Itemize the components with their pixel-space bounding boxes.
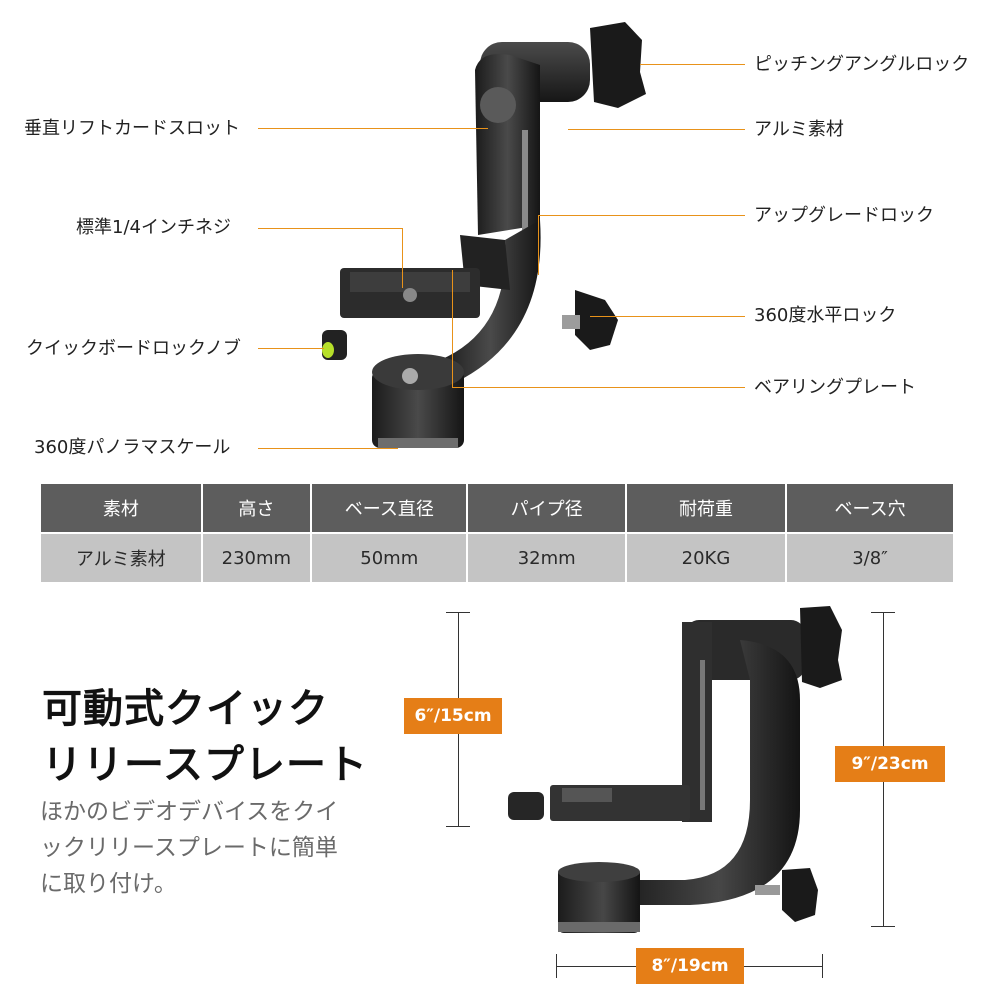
- bearing-plate-leader-drop: [452, 270, 453, 387]
- lift-slot-label: 垂直リフトカードスロット: [24, 118, 240, 139]
- screw-leader-drop: [402, 228, 403, 288]
- spec-header-cell: パイプ径: [467, 484, 627, 533]
- width-cap-left: [556, 954, 557, 978]
- upgrade-lock-leader-drop: [538, 215, 539, 275]
- horizontal-lock-leader: [590, 316, 745, 317]
- bearing-plate-label: ベアリングプレート: [754, 377, 916, 398]
- width-badge: 8″/19cm: [636, 948, 744, 984]
- total-height-badge: 9″/23cm: [835, 746, 945, 782]
- arm-height-cap-top: [446, 612, 470, 613]
- spec-value-cell: 230mm: [201, 533, 313, 582]
- width-cap-right: [822, 954, 823, 978]
- spec-table: 素材 高さ ベース直径 パイプ径 耐荷重 ベース穴 アルミ素材 230mm 50…: [41, 484, 953, 582]
- total-height-cap-top: [871, 612, 895, 613]
- qr-knob-label: クイックボードロックノブ: [26, 338, 241, 359]
- spec-header-row: 素材 高さ ベース直径 パイプ径 耐荷重 ベース穴: [41, 484, 953, 533]
- pitch-lock-leader: [640, 64, 745, 65]
- horizontal-lock-label: 360度水平ロック: [754, 305, 897, 326]
- lift-slot-leader: [258, 128, 488, 129]
- feature-title-line2: リリースプレート: [42, 742, 368, 788]
- gimbal-head-top-illustration: [322, 22, 646, 448]
- panorama-label: 360度パノラマスケール: [34, 437, 231, 458]
- qr-knob-leader: [258, 348, 324, 349]
- bearing-plate-leader: [452, 387, 745, 388]
- feature-description: ほかのビデオデバイスをクイックリリースプレートに簡単に取り付け。: [40, 799, 339, 897]
- aluminum-leader: [568, 129, 745, 130]
- panorama-leader: [258, 448, 398, 449]
- screw-leader: [258, 228, 402, 229]
- feature-title-line1: 可動式クイック: [42, 686, 329, 732]
- spec-value-row: アルミ素材 230mm 50mm 32mm 20KG 3/8″: [41, 533, 953, 582]
- spec-header-cell: ベース直径: [311, 484, 469, 533]
- arm-height-badge: 6″/15cm: [404, 698, 502, 734]
- aluminum-label: アルミ素材: [754, 119, 844, 140]
- spec-header-cell: ベース穴: [786, 484, 953, 533]
- pitch-lock-label: ピッチングアングルロック: [754, 54, 970, 75]
- gimbal-head-side-illustration: [508, 606, 842, 933]
- arm-height-cap-bottom: [446, 826, 470, 827]
- upgrade-lock-label: アップグレードロック: [754, 205, 934, 226]
- screw-label: 標準1/4インチネジ: [76, 217, 231, 238]
- spec-value-cell: 50mm: [311, 533, 469, 582]
- spec-value-cell: 32mm: [467, 533, 627, 582]
- spec-value-cell: 20KG: [625, 533, 788, 582]
- spec-value-cell: アルミ素材: [41, 533, 203, 582]
- total-height-cap-bottom: [871, 926, 895, 927]
- spec-header-cell: 素材: [41, 484, 203, 533]
- upgrade-lock-leader: [538, 215, 745, 216]
- spec-value-cell: 3/8″: [786, 533, 953, 582]
- spec-header-cell: 耐荷重: [625, 484, 788, 533]
- spec-header-cell: 高さ: [201, 484, 313, 533]
